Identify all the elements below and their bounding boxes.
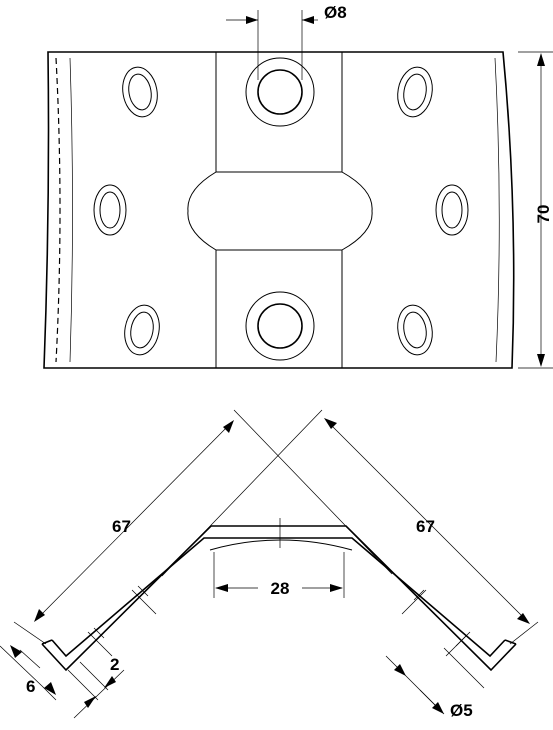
dim-flange-label: 6: [26, 677, 35, 696]
plate-right-inner-line: [494, 57, 500, 363]
dim-flange: 6: [0, 645, 57, 701]
screw-hole-top-left: [122, 66, 158, 118]
dim-thickness: 2: [67, 655, 125, 719]
profile-end-right: [504, 639, 517, 645]
dim-top-hole-diameter: Ø8: [226, 3, 347, 80]
center-hole-bottom: [245, 291, 315, 361]
dim-right-leg-label: 67: [416, 517, 435, 536]
dim-top-hole-diameter-label: Ø8: [324, 3, 347, 22]
bracket-side-view: 67 67 28 2: [0, 409, 539, 720]
plate-left-bend-line: [55, 57, 61, 363]
dim-flat-width: 28: [213, 552, 345, 598]
dim-height-label: 70: [534, 205, 553, 224]
dim-left-leg-label: 67: [112, 517, 131, 536]
center-hole-top: [245, 57, 315, 127]
dim-small-hole-diameter-label: Ø5: [450, 701, 473, 720]
screw-hole-bottom-left: [124, 304, 160, 356]
dim-small-hole-diameter: Ø5: [385, 647, 485, 720]
profile-outer: [41, 525, 517, 672]
profile-arch: [209, 539, 353, 551]
screw-hole-mid-right: [435, 184, 469, 236]
profile-end-left: [41, 639, 53, 645]
dim-height: 70: [518, 51, 553, 369]
screw-hole-bottom-right: [397, 304, 433, 356]
dim-thickness-label: 2: [110, 655, 119, 674]
hole-marks-right: [401, 589, 471, 657]
dim-right-leg: 67: [161, 409, 539, 645]
profile-inner: [51, 537, 506, 658]
dim-left-leg: 67: [13, 409, 393, 645]
center-embossed-oval: [187, 171, 373, 251]
hole-marks-left: [87, 585, 157, 657]
dim-flat-width-label: 28: [271, 579, 290, 598]
screw-hole-mid-left: [93, 184, 127, 236]
plate-top-view: Ø8 70: [43, 3, 553, 369]
plate-left-inner-line: [69, 57, 73, 363]
screw-hole-top-right: [397, 66, 433, 118]
plate-outline: [43, 51, 515, 369]
